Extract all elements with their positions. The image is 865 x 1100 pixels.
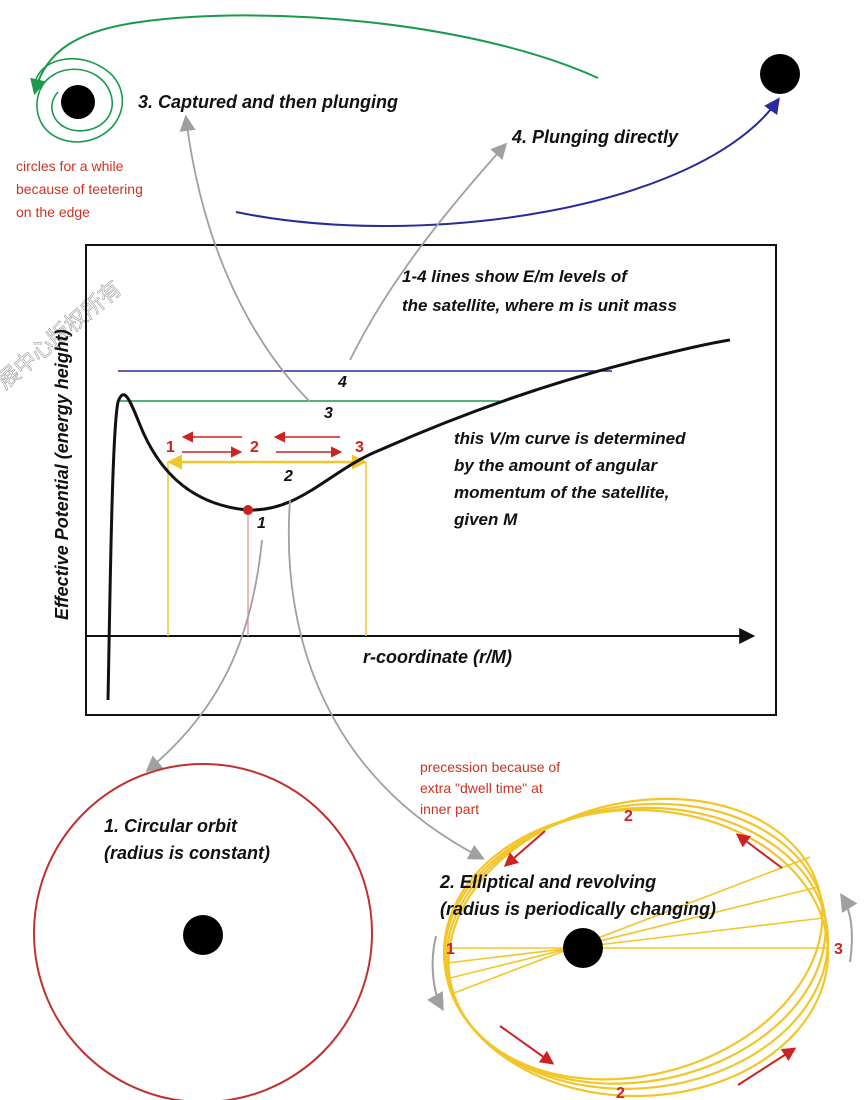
teeter-note-line-2: because of teetering <box>16 181 143 197</box>
plot-frame <box>86 245 776 715</box>
precession-note-line-1: precession because of <box>420 759 560 775</box>
precession-note: precession because of extra "dwell time"… <box>420 759 560 817</box>
teeter-note: circles for a while because of teetering… <box>16 158 143 220</box>
levels-note-line-1: 1-4 lines show E/m levels of <box>402 267 629 286</box>
elliptical-label: 2. Elliptical and revolving (radius is p… <box>439 872 716 919</box>
captured-trajectory <box>35 15 598 92</box>
connector-level-3-to-captured <box>186 118 310 402</box>
curve-note: this V/m curve is determined by the amou… <box>453 429 686 529</box>
x-axis-label: r-coordinate (r/M) <box>363 647 512 667</box>
circular-label: 1. Circular orbit (radius is constant) <box>104 816 270 863</box>
oscillation-arrows: 1 2 3 <box>166 437 364 456</box>
precession-note-line-3: inner part <box>420 801 479 817</box>
black-hole-circular <box>183 915 223 955</box>
elliptical-label-line-1: 2. Elliptical and revolving <box>439 872 656 892</box>
precession-note-line-2: extra "dwell time" at <box>420 780 543 796</box>
ellipse-number-2-bottom: 2 <box>616 1085 625 1100</box>
ellipse-arrow-bottom-right <box>738 1049 794 1085</box>
teeter-note-line-3: on the edge <box>16 204 90 220</box>
precessing-orbit <box>417 759 854 1100</box>
well-number-3: 3 <box>355 439 364 456</box>
level-2-number: 2 <box>283 468 293 485</box>
ellipse-number-3: 3 <box>834 941 843 958</box>
y-axis-label: Effective Potential (energy height) <box>52 329 72 620</box>
curve-note-line-3: momentum of the satellite, <box>454 483 669 502</box>
plunging-label: 4. Plunging directly <box>511 127 679 147</box>
minimum-point <box>243 505 253 515</box>
level-3-number: 3 <box>324 405 333 422</box>
rotation-arrow-right <box>842 896 852 962</box>
rotation-arrow-left <box>433 936 442 1008</box>
curve-note-line-2: by the amount of angular <box>454 456 658 475</box>
ellipse-orbit-2 <box>433 792 840 1100</box>
well-number-1: 1 <box>166 439 175 456</box>
circular-label-line-1: 1. Circular orbit <box>104 816 238 836</box>
level-1-number: 1 <box>257 515 266 532</box>
ellipse-orbit-3 <box>424 775 848 1100</box>
black-hole-elliptical <box>563 928 603 968</box>
apsis-line-2 <box>447 918 823 963</box>
teeter-note-line-1: circles for a while <box>16 158 124 174</box>
black-hole-captured <box>61 85 95 119</box>
plunging-trajectory <box>236 100 778 226</box>
elliptical-label-line-2: (radius is periodically changing) <box>440 899 716 919</box>
well-number-2: 2 <box>250 439 259 456</box>
connector-level-1-to-circular <box>148 540 262 770</box>
captured-label: 3. Captured and then plunging <box>138 92 398 112</box>
connector-level-4-to-plunging <box>350 145 505 360</box>
ellipse-number-2-top: 2 <box>624 808 633 825</box>
levels-note-line-2: the satellite, where m is unit mass <box>402 296 677 315</box>
levels-note: 1-4 lines show E/m levels of the satelli… <box>402 267 677 315</box>
effective-potential-curve <box>108 340 730 700</box>
ellipse-arrow-top-right <box>738 835 782 868</box>
curve-note-line-1: this V/m curve is determined <box>454 429 686 448</box>
black-hole-plunging <box>760 54 800 94</box>
curve-note-line-4: given M <box>453 510 518 529</box>
circular-label-line-2: (radius is constant) <box>104 843 270 863</box>
level-4-number: 4 <box>337 374 347 391</box>
captured-orbit-group <box>35 15 598 142</box>
ellipse-number-1: 1 <box>446 941 455 958</box>
